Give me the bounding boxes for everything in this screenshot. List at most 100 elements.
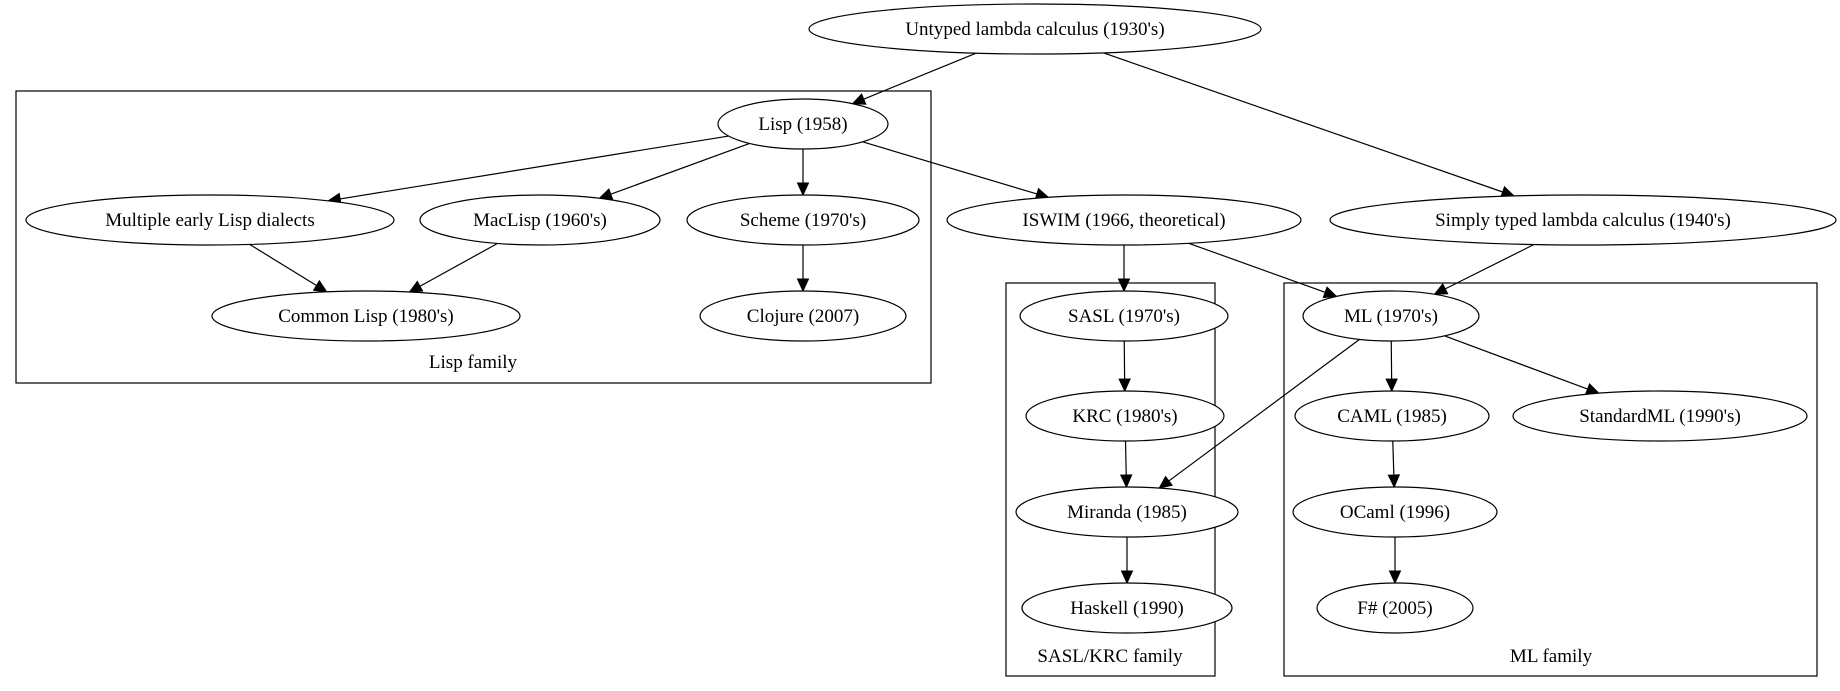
edge-ocaml-to-fsharp	[1388, 537, 1402, 585]
node-label: OCaml (1996)	[1340, 502, 1450, 523]
edge-miranda-to-haskell	[1120, 537, 1134, 585]
node-label: Scheme (1970's)	[740, 210, 866, 231]
edge-line	[340, 135, 729, 200]
node-label: F# (2005)	[1357, 598, 1432, 619]
arrowhead	[1120, 570, 1134, 585]
edge-ml-to-standardml	[1444, 335, 1600, 395]
arrowhead	[1158, 475, 1174, 489]
node-ocaml: OCaml (1996)	[1292, 486, 1498, 538]
arrowhead	[1119, 474, 1133, 489]
node-label: StandardML (1990's)	[1579, 406, 1741, 427]
cluster-ml-family: ML family	[1283, 282, 1818, 677]
node-label: Haskell (1990)	[1070, 598, 1183, 619]
node-standardml: StandardML (1990's)	[1512, 390, 1808, 442]
edge-caml-to-ocaml	[1387, 440, 1401, 489]
node-label: MacLisp (1960's)	[473, 210, 607, 231]
arrowhead	[1387, 474, 1401, 489]
node-label: CAML (1985)	[1337, 406, 1447, 427]
node-ellipse	[1329, 194, 1837, 246]
node-untyped-lambda-calculus: Untyped lambda calculus (1930's)	[808, 3, 1262, 55]
edge-krc-to-miranda	[1119, 440, 1133, 489]
node-lisp: Lisp (1958)	[717, 98, 889, 150]
node-ellipse	[686, 194, 920, 246]
node-label: ML (1970's)	[1344, 306, 1438, 327]
node-simply-typed-lambda-calculus: Simply typed lambda calculus (1940's)	[1329, 194, 1837, 246]
edge-line	[1444, 335, 1588, 390]
edge-line	[1168, 338, 1360, 482]
cluster-box	[1005, 282, 1216, 677]
node-multiple-early-lisp-dialects: Multiple early Lisp dialects	[25, 194, 395, 246]
edge-untyped-to-lisp	[851, 52, 977, 105]
edge-line	[1124, 440, 1127, 476]
node-ellipse	[1015, 486, 1239, 538]
edge-sasl-to-krc	[1118, 340, 1131, 393]
node-ellipse	[1302, 290, 1480, 342]
arrowhead	[851, 93, 867, 105]
node-label: Clojure (2007)	[747, 306, 859, 327]
edge-lisp-to-maclisp	[598, 142, 750, 200]
edge-lisp-to-iswim	[862, 141, 1050, 200]
node-ellipse	[946, 194, 1302, 246]
edge-early_lisp-to-common_lisp	[249, 243, 328, 293]
cluster-label: Lisp family	[429, 352, 518, 373]
node-sasl: SASL (1970's)	[1019, 290, 1229, 342]
node-ellipse	[25, 194, 395, 246]
node-krc: KRC (1980's)	[1025, 390, 1225, 442]
edge-lisp-to-early_lisp	[327, 135, 729, 206]
node-label: KRC (1980's)	[1072, 406, 1177, 427]
node-ellipse	[808, 3, 1262, 55]
edge-line	[419, 242, 498, 287]
node-ellipse	[1294, 390, 1490, 442]
node-fsharp: F# (2005)	[1316, 582, 1474, 634]
edge-scheme-to-clojure	[796, 245, 810, 293]
cluster-box	[1283, 282, 1818, 677]
node-label: Untyped lambda calculus (1930's)	[905, 19, 1164, 40]
edge-iswim-to-sasl	[1117, 245, 1131, 293]
arrowhead	[312, 279, 328, 293]
arrowhead	[1433, 283, 1449, 295]
node-ellipse	[1025, 390, 1225, 442]
node-label: Miranda (1985)	[1067, 502, 1187, 523]
edge-simply_typed-to-ml	[1433, 243, 1535, 295]
arrowhead	[1322, 286, 1338, 299]
cluster-lisp-family: Lisp family	[15, 90, 932, 384]
node-ellipse	[1292, 486, 1498, 538]
edges	[249, 52, 1600, 585]
arrowhead	[1117, 278, 1131, 293]
edge-iswim-to-ml	[1188, 242, 1338, 299]
edge-untyped-to-simply_typed	[1103, 52, 1516, 198]
node-ellipse	[211, 290, 521, 342]
arrowhead	[1388, 570, 1402, 585]
arrowhead	[1584, 383, 1600, 395]
node-ellipse	[1316, 582, 1474, 634]
node-maclisp: MacLisp (1960's)	[419, 194, 661, 246]
edge-line	[1103, 52, 1503, 193]
arrowhead	[1385, 378, 1398, 393]
node-iswim: ISWIM (1966, theoretical)	[946, 194, 1302, 246]
node-caml: CAML (1985)	[1294, 390, 1490, 442]
node-label: Multiple early Lisp dialects	[105, 210, 314, 231]
node-ellipse	[1019, 290, 1229, 342]
cluster-label: SASL/KRC family	[1037, 646, 1183, 667]
edge-line	[249, 243, 317, 287]
node-label: Common Lisp (1980's)	[278, 306, 453, 327]
cluster-sasl-krc-family: SASL/KRC family	[1005, 282, 1216, 677]
node-label: Simply typed lambda calculus (1940's)	[1435, 210, 1731, 231]
node-ellipse	[1021, 582, 1233, 634]
node-label: Lisp (1958)	[758, 114, 847, 135]
node-label: ISWIM (1966, theoretical)	[1022, 210, 1225, 231]
edge-line	[863, 52, 977, 100]
edge-lisp-to-scheme	[796, 149, 810, 197]
arrowhead	[796, 182, 810, 197]
node-ml: ML (1970's)	[1302, 290, 1480, 342]
arrowhead	[598, 188, 614, 200]
node-ellipse	[419, 194, 661, 246]
node-ellipse	[699, 290, 907, 342]
arrowhead	[796, 278, 810, 293]
edge-ml-to-miranda	[1158, 338, 1360, 489]
cluster-label: ML family	[1510, 646, 1593, 667]
arrowhead	[408, 280, 424, 293]
node-haskell: Haskell (1990)	[1021, 582, 1233, 634]
edge-maclisp-to-common_lisp	[408, 242, 498, 293]
